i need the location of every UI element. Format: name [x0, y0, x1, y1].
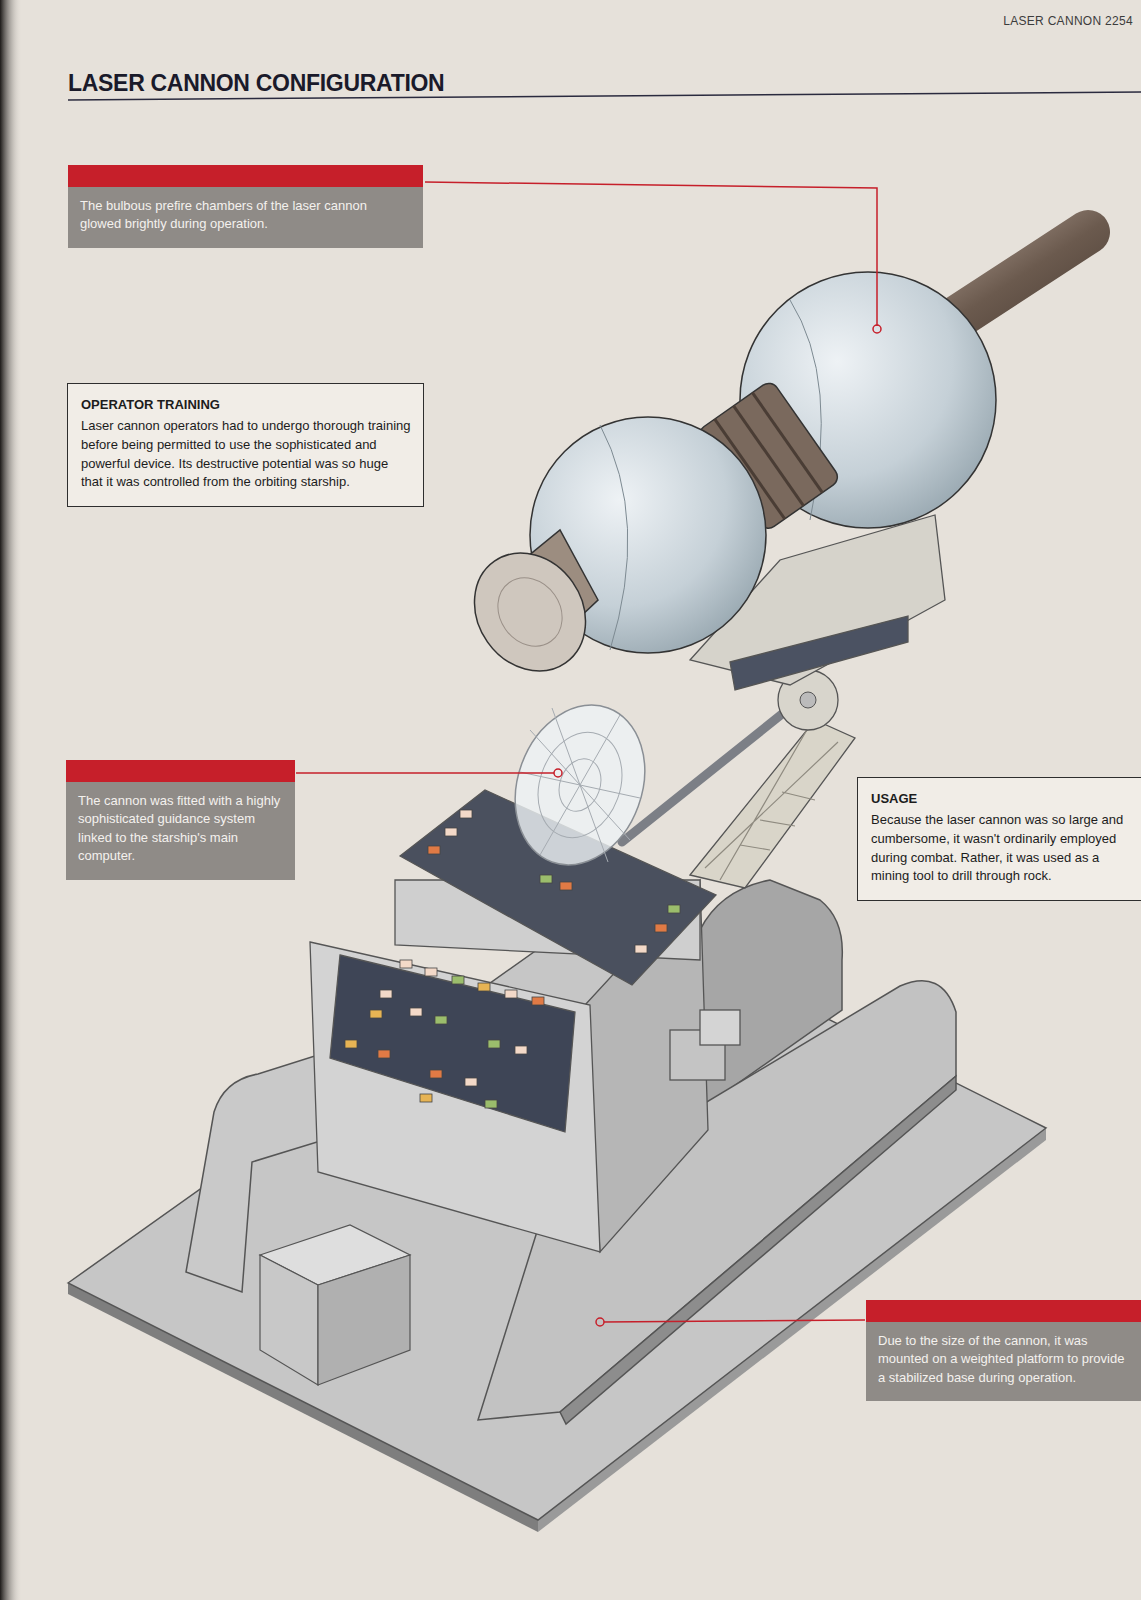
callout-text: The cannon was fitted with a highly soph… — [78, 792, 283, 866]
callout-text: Laser cannon operators had to undergo th… — [81, 417, 411, 492]
page-title: LASER CANNON CONFIGURATION — [68, 70, 444, 97]
callout-heading: OPERATOR TRAINING — [81, 396, 411, 415]
callout-box: The bulbous prefire chambers of the lase… — [68, 165, 423, 248]
callout-box: OPERATOR TRAINING Laser cannon operators … — [67, 383, 424, 507]
support-arm — [622, 670, 855, 888]
callout-heading: USAGE — [871, 790, 1129, 809]
rails — [186, 880, 956, 1424]
laser-cannon — [452, 232, 1088, 693]
weighted-platform — [68, 905, 1046, 1532]
callout-box: Due to the size of the cannon, it was mo… — [866, 1300, 1141, 1401]
control-console — [310, 790, 740, 1252]
callout-text: The bulbous prefire chambers of the lase… — [80, 197, 411, 234]
callout-box: USAGE Because the laser cannon was so lar… — [857, 777, 1141, 901]
book-spine-shadow — [0, 0, 22, 1600]
callout-box: The cannon was fitted with a highly soph… — [66, 760, 295, 880]
callout-text: Because the laser cannon was so large an… — [871, 811, 1129, 886]
indicator-lights — [345, 810, 680, 1108]
guidance-radar — [494, 687, 667, 884]
callout-text: Due to the size of the cannon, it was mo… — [878, 1332, 1129, 1387]
cube-weight — [260, 1225, 410, 1385]
leader-lines — [296, 182, 881, 1326]
running-header: LASER CANNON 2254 — [1003, 14, 1133, 28]
